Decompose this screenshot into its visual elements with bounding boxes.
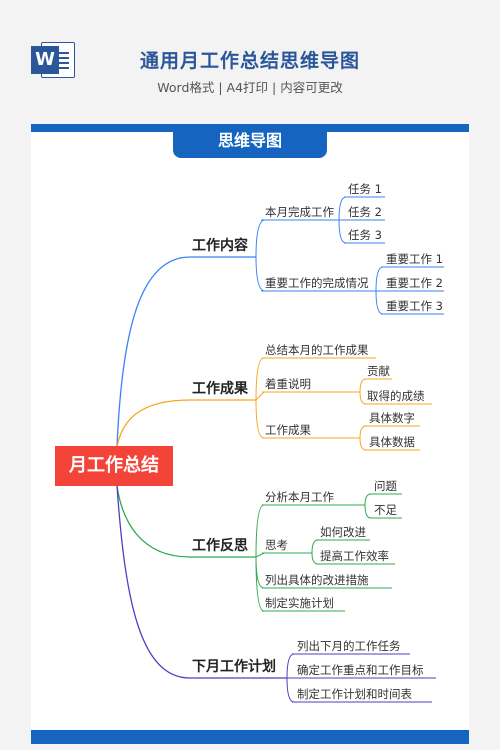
node-analyze-work: 分析本月工作 bbox=[265, 490, 334, 504]
word-icon: W bbox=[31, 40, 75, 80]
branch-work-content: 工作内容 bbox=[192, 238, 248, 254]
node-important-work-3: 重要工作 3 bbox=[386, 299, 443, 313]
connector-root-content bbox=[116, 256, 191, 448]
node-improvement-measures: 列出具体的改进措施 bbox=[265, 573, 369, 587]
card-bottom-band bbox=[31, 730, 469, 744]
word-icon-line bbox=[55, 67, 69, 69]
node-how-to-improve: 如何改进 bbox=[320, 525, 366, 539]
connector-root-results bbox=[116, 399, 191, 448]
node-improve-efficiency: 提高工作效率 bbox=[320, 549, 389, 563]
word-icon-line bbox=[55, 52, 69, 54]
node-summarize-results: 总结本月的工作成果 bbox=[265, 343, 369, 357]
branch-work-reflection: 工作反思 bbox=[192, 538, 248, 554]
word-icon-line bbox=[55, 57, 69, 59]
node-problems: 问题 bbox=[374, 479, 397, 493]
mindmap-card: 思维导图 bbox=[31, 124, 469, 744]
node-list-next-tasks: 列出下月的工作任务 bbox=[297, 639, 401, 653]
node-thinking: 思考 bbox=[265, 538, 288, 552]
node-plan-and-schedule: 制定工作计划和时间表 bbox=[297, 687, 412, 701]
node-achievements: 取得的成绩 bbox=[367, 389, 425, 403]
node-implementation-plan: 制定实施计划 bbox=[265, 596, 334, 610]
branch-work-results: 工作成果 bbox=[192, 381, 248, 397]
node-task-2: 任务 2 bbox=[348, 205, 382, 219]
node-shortcomings: 不足 bbox=[374, 503, 397, 517]
page-title: 通用月工作总结思维导图 bbox=[139, 50, 360, 72]
node-specific-numbers: 具体数字 bbox=[369, 411, 415, 425]
document-header: W 通用月工作总结思维导图 Word格式 | A4打印 | 内容可更改 bbox=[0, 0, 500, 118]
branch-next-month-plan: 下月工作计划 bbox=[192, 659, 276, 675]
node-specific-data: 具体数据 bbox=[369, 435, 415, 449]
mindmap-root-node: 月工作总结 bbox=[55, 446, 173, 486]
node-focus-and-goals: 确定工作重点和工作目标 bbox=[297, 663, 424, 677]
node-results-sub: 工作成果 bbox=[265, 423, 311, 437]
word-icon-line bbox=[55, 62, 69, 64]
node-important-work-2: 重要工作 2 bbox=[386, 276, 443, 290]
card-tab-label: 思维导图 bbox=[173, 124, 327, 158]
node-task-1: 任务 1 bbox=[348, 182, 382, 196]
word-icon-letter: W bbox=[31, 46, 59, 74]
node-key-explanation: 着重说明 bbox=[265, 377, 311, 391]
node-completed-work: 本月完成工作 bbox=[265, 205, 334, 219]
connector-root-plan bbox=[116, 485, 191, 679]
connector-root-reflection bbox=[116, 485, 191, 558]
node-contribution: 贡献 bbox=[367, 364, 390, 378]
page-subtitle: Word格式 | A4打印 | 内容可更改 bbox=[157, 80, 343, 95]
node-task-3: 任务 3 bbox=[348, 228, 382, 242]
node-important-work-1: 重要工作 1 bbox=[386, 252, 443, 266]
node-important-work-status: 重要工作的完成情况 bbox=[265, 276, 369, 290]
